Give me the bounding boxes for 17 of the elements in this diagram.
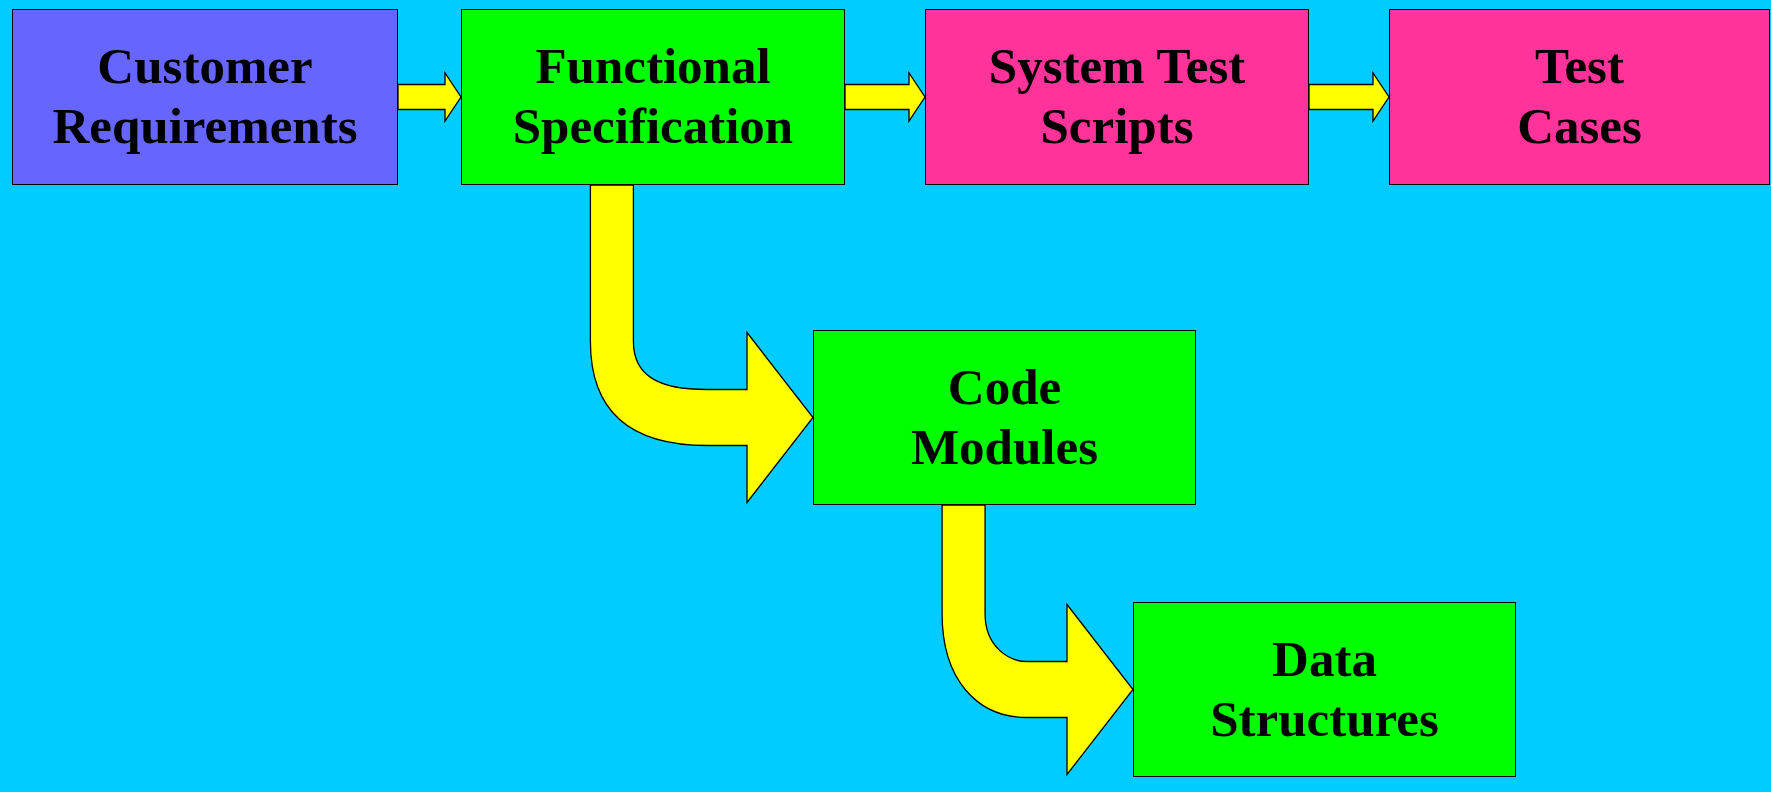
- process-box: [1389, 9, 1770, 185]
- box-label: Code Modules: [910, 357, 1099, 477]
- block-arrow: [941, 504, 1134, 776]
- block-arrow: [397, 70, 462, 124]
- box-label: Functional Specification: [511, 37, 795, 156]
- block-arrow: [1308, 70, 1390, 124]
- box-label: Customer Requirements: [51, 37, 359, 156]
- process-box: [925, 9, 1309, 185]
- box-label: Data Structures: [1209, 629, 1440, 749]
- process-box: [1133, 602, 1516, 777]
- process-box: [461, 9, 845, 185]
- process-box: [12, 9, 398, 185]
- process-box: [813, 330, 1196, 505]
- box-label: Test Cases: [1516, 37, 1643, 156]
- block-arrow: [589, 184, 814, 504]
- box-label: System Test Scripts: [987, 37, 1247, 156]
- block-arrow: [844, 70, 926, 124]
